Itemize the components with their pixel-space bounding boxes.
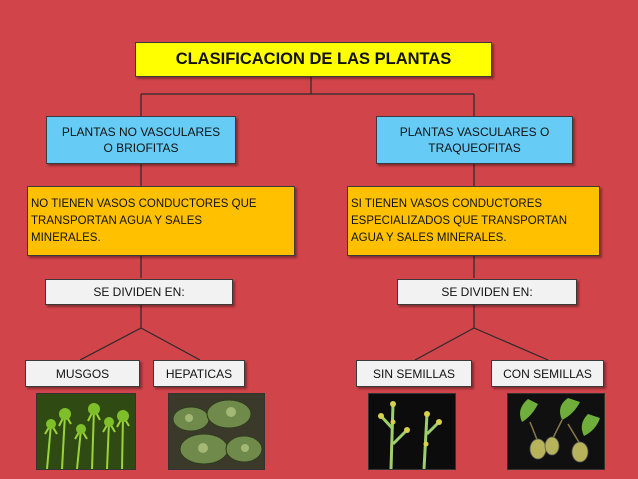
non-vascular-heading: PLANTAS NO VASCULARES O BRIOFITAS	[46, 116, 236, 164]
group-con-semillas: CON SEMILLAS	[491, 360, 604, 387]
group-hepaticas: HEPATICAS	[153, 360, 245, 387]
ginkgo-photo	[507, 393, 605, 470]
group-sin-semillas: SIN SEMILLAS	[356, 360, 472, 387]
psilotum-photo	[368, 393, 456, 470]
non-vascular-description: NO TIENEN VASOS CONDUCTORES QUE TRANSPOR…	[27, 186, 295, 256]
moss-photo	[36, 393, 136, 470]
diagram-title: CLASIFICACION DE LAS PLANTAS	[135, 42, 492, 77]
liverwort-photo	[168, 393, 265, 470]
vascular-heading: PLANTAS VASCULARES O TRAQUEOFITAS	[376, 116, 573, 164]
non-vascular-divide-label: SE DIVIDEN EN:	[45, 279, 233, 305]
vascular-description: SI TIENEN VASOS CONDUCTORES ESPECIALIZAD…	[347, 186, 600, 256]
vascular-divide-label: SE DIVIDEN EN:	[397, 279, 577, 305]
group-musgos: MUSGOS	[25, 360, 140, 387]
